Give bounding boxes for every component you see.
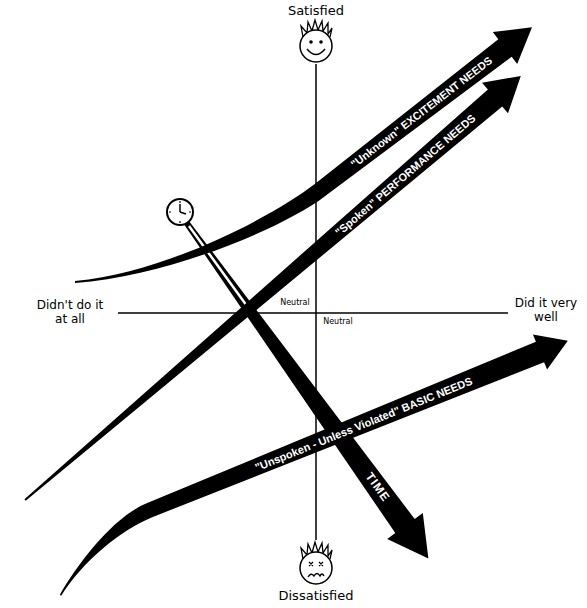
clock-tick [189, 211, 191, 212]
face-head [300, 30, 332, 62]
performance-arrow [24, 76, 520, 501]
clock-tick [169, 211, 171, 212]
clock-hand [179, 204, 181, 212]
face-mouth [307, 49, 325, 55]
axis-end-label: Didn't do it at all [33, 299, 107, 327]
excitement-arrow [75, 27, 532, 283]
axis-end-label: Satisfied [288, 4, 344, 19]
clock-tick [179, 221, 180, 223]
face-mouth [308, 574, 324, 578]
clock-face [167, 199, 193, 225]
basic-arrow [60, 334, 568, 596]
unhappy-face [300, 542, 332, 584]
face-eye [319, 40, 323, 44]
clock-tick [179, 201, 180, 203]
face-eye [309, 562, 323, 566]
axis-end-label: Did it very well [513, 297, 579, 325]
clock-hand [180, 212, 186, 214]
happy-face [300, 20, 332, 62]
face-head [300, 552, 332, 584]
neutral-label: Neutral [322, 318, 354, 327]
face-eye [309, 40, 313, 44]
clock-icon [167, 199, 193, 225]
time-arrow [184, 220, 429, 558]
neutral-label: Neutral [279, 299, 311, 308]
horizontal-axis [118, 312, 508, 314]
axis-end-label: Dissatisfied [279, 589, 354, 604]
vertical-axis [315, 64, 317, 540]
